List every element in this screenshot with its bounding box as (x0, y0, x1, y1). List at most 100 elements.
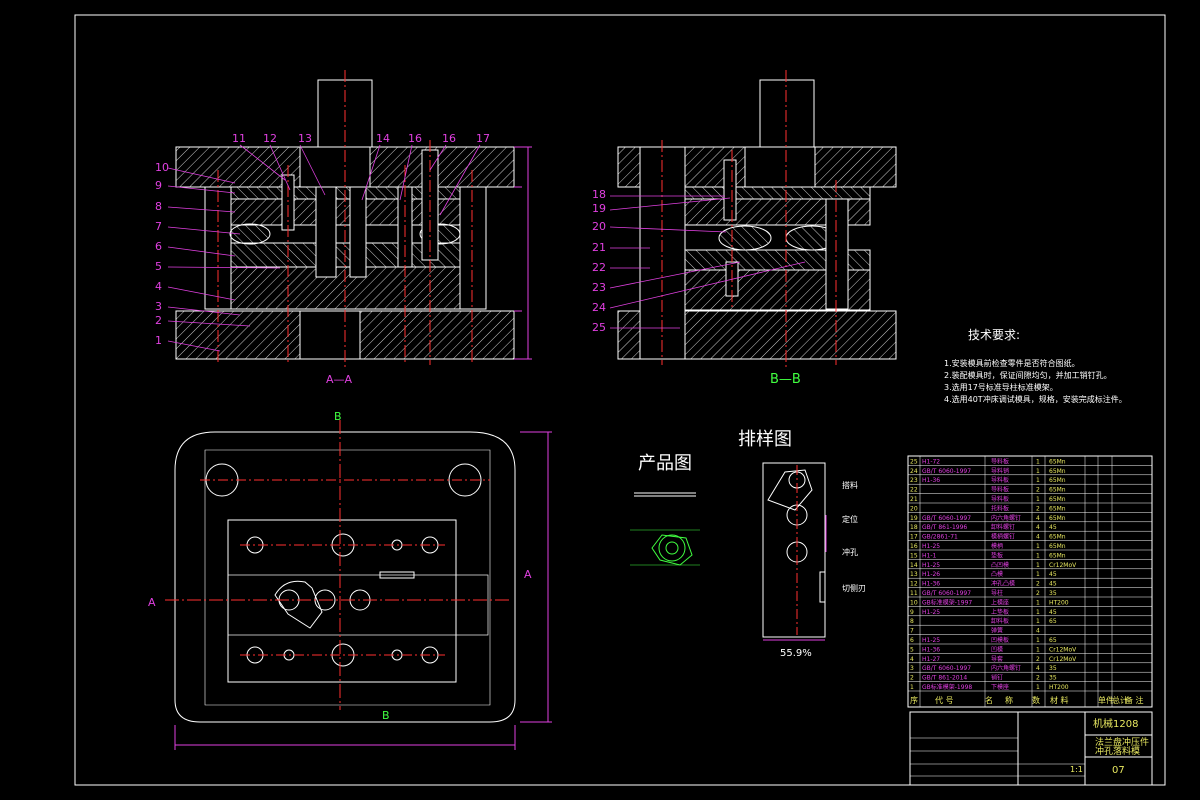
parts-cell: 16 (910, 543, 918, 550)
drawing-number: 07 (1112, 765, 1125, 776)
parts-cell: 15 (910, 552, 918, 559)
parts-cell: 卸料板 (991, 617, 1009, 625)
product-title: 产品图 (638, 453, 692, 474)
tech-item-1: 1.安装模具前检查零件是否符合图纸。 (944, 358, 1080, 368)
parts-cell: 2 (1036, 675, 1040, 682)
parts-cell: Cr12MoV (1049, 562, 1077, 569)
callout-8: 8 (155, 200, 162, 213)
parts-cell: GB标准模架-1997 (922, 598, 972, 606)
parts-cell: 1 (1036, 684, 1040, 691)
parts-cell: 凸凹模 (991, 561, 1009, 569)
parts-cell: 2 (1036, 590, 1040, 597)
layout-label-2: 定位 (842, 514, 858, 524)
parts-cell: 导料销 (991, 467, 1009, 475)
parts-cell: 1 (1036, 618, 1040, 625)
parts-cell: 模柄 (991, 542, 1003, 550)
parts-cell: Cr12MoV (1049, 656, 1077, 663)
parts-cell: 35 (1049, 590, 1057, 597)
parts-cell: 65Mn (1049, 505, 1066, 512)
callout-1: 1 (155, 334, 162, 347)
title-line-1: 法兰盘冲压件 (1095, 736, 1149, 748)
parts-cell: 1 (1036, 468, 1040, 475)
parts-cell: 1 (1036, 571, 1040, 578)
parts-cell: 5 (910, 646, 914, 653)
callout-2: 2 (155, 314, 162, 327)
parts-cell: 1 (1036, 543, 1040, 550)
parts-cell: 1 (1036, 458, 1040, 465)
parts-cell: 11 (910, 590, 918, 597)
parts-cell: 4 (1036, 628, 1040, 635)
parts-cell: 冲孔凸模 (991, 580, 1015, 588)
tech-item-2: 2.装配模具时，保证间隙均匀，并加工销钉孔。 (944, 370, 1112, 380)
parts-cell: 下模座 (991, 683, 1009, 691)
parts-cell: 6 (910, 637, 914, 644)
callout-12: 12 (263, 132, 277, 145)
callout-21: 21 (592, 241, 606, 254)
parts-cell: 内六角螺钉 (991, 514, 1021, 522)
parts-cell: 内六角螺钉 (991, 664, 1021, 672)
parts-cell: 凹模板 (991, 636, 1009, 644)
parts-cell: 65Mn (1049, 487, 1066, 494)
section-aa-view (175, 70, 532, 370)
parts-cell: H1-36 (922, 581, 940, 588)
section-bb-view (617, 70, 897, 370)
parts-cell: H1-25 (922, 562, 940, 569)
parts-header-cell: 备 注 (1125, 695, 1144, 705)
parts-cell: 导柱 (991, 589, 1003, 597)
parts-cell: H1-36 (922, 646, 940, 653)
parts-cell: 20 (910, 505, 918, 512)
parts-cell: 35 (1049, 675, 1057, 682)
title-project: 机械1208 (1093, 717, 1138, 730)
title-line-2: 冲孔落料模 (1095, 745, 1140, 757)
parts-cell: H1-26 (922, 571, 940, 578)
parts-cell: HT200 (1049, 599, 1069, 606)
parts-cell: 65Mn (1049, 468, 1066, 475)
parts-cell: 3 (910, 665, 914, 672)
parts-cell: GB/T 6060-1997 (922, 515, 971, 522)
callout-4: 4 (155, 280, 162, 293)
parts-cell: 4 (1036, 665, 1040, 672)
parts-cell: 23 (910, 477, 918, 484)
callout-18: 18 (592, 188, 606, 201)
parts-cell: H1-25 (922, 609, 940, 616)
parts-cell: 4 (1036, 515, 1040, 522)
parts-cell: 24 (910, 468, 918, 475)
parts-cell: 1 (1036, 562, 1040, 569)
section-aa-left-numbers: 10 9 8 7 6 5 4 3 2 1 (155, 161, 169, 347)
parts-cell: Cr12MoV (1049, 646, 1077, 653)
parts-header-cell: 材 料 (1050, 695, 1069, 705)
callout-16b: 16 (442, 132, 456, 145)
parts-cell: GB/2861-71 (922, 534, 958, 541)
parts-cell: 12 (910, 581, 918, 588)
layout-label-1: 搭料 (842, 480, 858, 490)
parts-cell: 导套 (991, 655, 1003, 663)
parts-cell: 65Mn (1049, 515, 1066, 522)
parts-header-cell: 称 (1005, 695, 1013, 705)
parts-cell: 65 (1049, 637, 1057, 644)
parts-cell: H1-36 (922, 477, 940, 484)
parts-cell: 45 (1049, 581, 1057, 588)
parts-cell: H1-25 (922, 637, 940, 644)
plan-mark-a-right: A (524, 568, 532, 581)
parts-cell: 4 (1036, 524, 1040, 531)
parts-cell: GB/T 6060-1997 (922, 468, 971, 475)
callout-19: 19 (592, 202, 606, 215)
tech-title: 技术要求: (968, 328, 1020, 342)
parts-cell: 凹模 (991, 645, 1003, 653)
parts-cell: 25 (910, 458, 918, 465)
parts-cell: H1-1 (922, 552, 936, 559)
parts-cell: 2 (1036, 656, 1040, 663)
section-bb-numbers: 18 19 20 21 22 23 24 25 (592, 188, 606, 334)
parts-header-cell: 序 (910, 695, 918, 705)
tech-item-3: 3.选用17号标准导柱标准模架。 (944, 382, 1058, 392)
plan-mark-b-top: B (334, 410, 342, 423)
section-aa-label: A—A (326, 373, 353, 386)
parts-cell: 13 (910, 571, 918, 578)
parts-cell: GB/T 6060-1997 (922, 590, 971, 597)
parts-cell: 凸模 (991, 570, 1003, 578)
parts-cell: 35 (1049, 665, 1057, 672)
callout-10: 10 (155, 161, 169, 174)
tech-item-4: 4.选用40T冲床调试模具，规格，安装完成标注件。 (944, 394, 1127, 404)
callout-24: 24 (592, 301, 606, 314)
